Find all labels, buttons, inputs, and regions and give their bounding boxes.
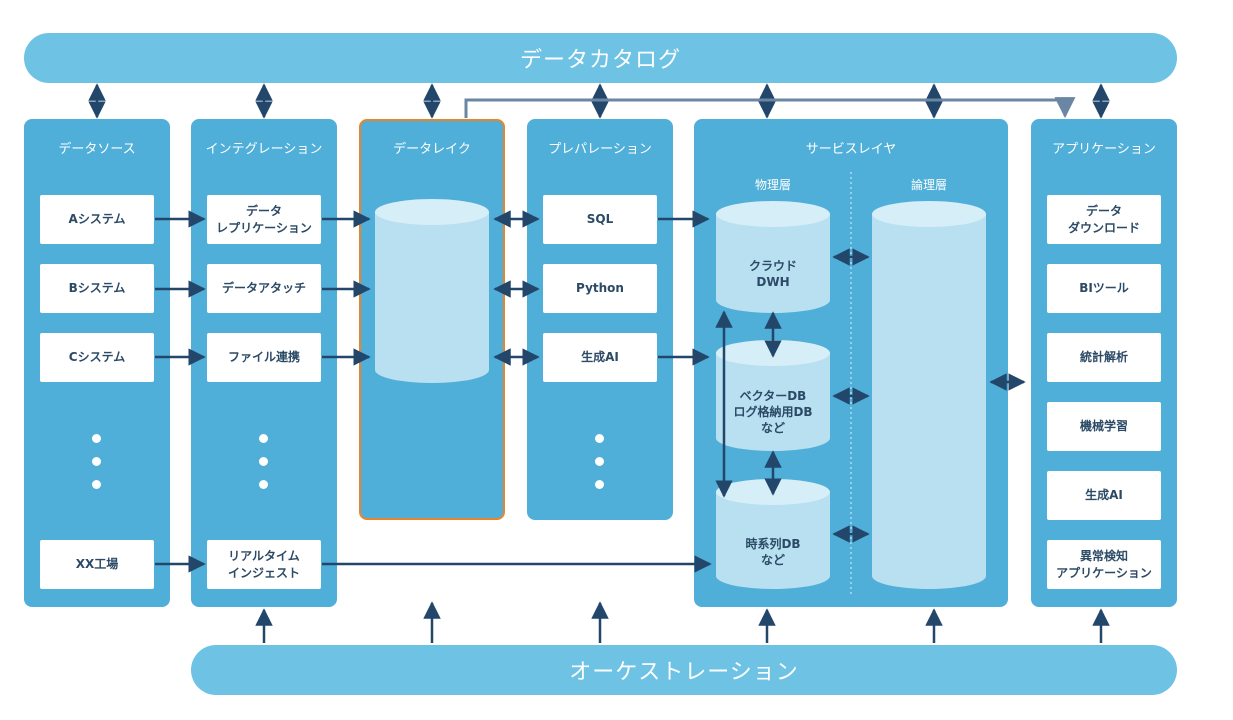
cloud-dwh-label: クラウド DWH <box>748 259 797 290</box>
b-system-box: Bシステム <box>40 264 154 313</box>
machine-learning-box: 機械学習 <box>1047 402 1161 451</box>
cloud-dwh-cylinder <box>716 201 830 313</box>
gen-ai-app-box: 生成AI <box>1047 471 1161 520</box>
preparation-panel: プレパレーション <box>527 119 673 520</box>
data-lake-title: データレイク <box>393 142 471 157</box>
lake-to-app-connector <box>464 97 1076 119</box>
a-system-box: Aシステム <box>40 195 154 244</box>
realtime-ingest-box: リアルタイム インジェスト <box>207 540 321 589</box>
integration-title: インテグレーション <box>205 142 323 157</box>
data-download-box: データ ダウンロード <box>1047 195 1161 244</box>
vector-db-cylinder <box>716 340 830 451</box>
gen-ai-prep-box: 生成AI <box>543 333 657 382</box>
python-box: Python <box>543 264 657 313</box>
xx-factory-box: XX工場 <box>40 540 154 589</box>
data-source-title: データソース <box>58 142 136 157</box>
application-title: アプリケーション <box>1052 142 1156 157</box>
vector-db-label: ベクターDB ログ格納用DB など <box>733 389 813 436</box>
data-lake-cylinder <box>375 199 489 383</box>
data-catalog-bar: データカタログ <box>24 33 1177 83</box>
statistics-box: 統計解析 <box>1047 333 1161 382</box>
timeseries-db-cylinder <box>716 479 830 589</box>
file-integration-box: ファイル連携 <box>207 333 321 382</box>
preparation-ellipsis <box>595 434 604 503</box>
data-source-ellipsis <box>92 434 101 503</box>
logical-layer-label: 論理層 <box>910 178 947 192</box>
data-replication-box: データ レプリケーション <box>207 195 321 244</box>
sql-box: SQL <box>543 195 657 244</box>
bi-tool-box: BIツール <box>1047 264 1161 313</box>
preparation-title: プレパレーション <box>548 142 652 157</box>
c-system-box: Cシステム <box>40 333 154 382</box>
logical-layer-cylinder <box>872 201 986 589</box>
timeseries-db-label: 時系列DB など <box>745 537 801 568</box>
service-layer-title: サービスレイヤ <box>805 142 897 157</box>
orchestration-bar: オーケストレーション <box>191 645 1177 695</box>
data-attach-box: データアタッチ <box>207 264 321 313</box>
physical-layer-label: 物理層 <box>754 178 791 192</box>
integration-ellipsis <box>259 434 268 503</box>
anomaly-detection-box: 異常検知 アプリケーション <box>1047 540 1161 589</box>
